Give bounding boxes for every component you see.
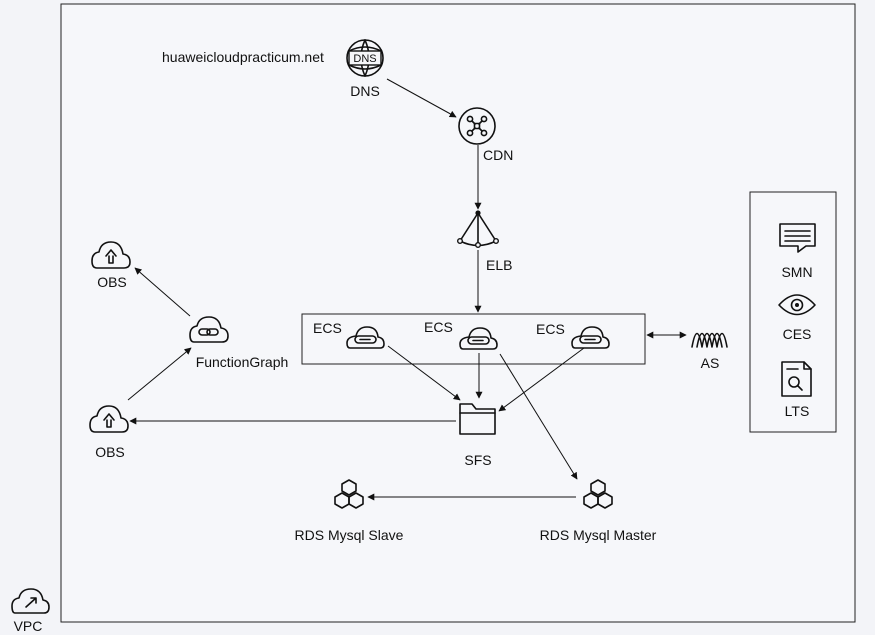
functiongraph-node[interactable]: FunctionGraph — [189, 316, 289, 370]
message-icon — [779, 223, 816, 253]
elb-icon — [457, 210, 500, 248]
sfs-label: SFS — [464, 452, 491, 468]
database-hexagon-icon — [334, 479, 364, 509]
obs-bottom-label: OBS — [95, 444, 125, 460]
obs-top-label: OBS — [97, 274, 127, 290]
obs-top-node[interactable]: OBS — [91, 241, 131, 290]
folder-icon — [459, 403, 496, 435]
vpc-boundary — [60, 3, 856, 623]
elb-label: ELB — [486, 257, 512, 273]
ces-node[interactable]: CES — [778, 294, 816, 342]
vpc-node[interactable]: VPC — [11, 588, 50, 634]
domain-name-text: huaweicloudpracticum.net — [162, 49, 324, 65]
rds-slave-label: RDS Mysql Slave — [295, 527, 404, 543]
cloud-upload-icon — [91, 241, 131, 269]
edge-obs-functiongraph — [127, 347, 192, 401]
ecs-label-1: ECS — [313, 320, 342, 336]
vpc-cloud-icon — [11, 588, 50, 614]
cdn-icon — [458, 107, 496, 145]
edges — [127, 78, 687, 501]
smn-label: SMN — [781, 264, 812, 280]
ecs-node-2[interactable]: ECS — [424, 319, 498, 350]
edge-functiongraph-obs — [134, 267, 191, 317]
monitoring-panel — [749, 191, 837, 433]
database-hexagon-icon — [583, 479, 613, 509]
functiongraph-icon — [189, 316, 229, 343]
lts-node[interactable]: LTS — [781, 361, 812, 419]
cdn-label: CDN — [483, 147, 513, 163]
dns-badge-text: DNS — [353, 53, 376, 65]
auto-scaling-icon — [691, 332, 728, 348]
eye-icon — [778, 294, 816, 316]
rds-master-node[interactable]: RDS Mysql Master — [540, 479, 657, 543]
obs-bottom-node[interactable]: OBS — [89, 405, 129, 460]
edge-ecs3-sfs — [498, 347, 585, 412]
edge-dns-cdn — [386, 78, 457, 118]
ecs-cloud-server-icon — [346, 326, 385, 349]
functiongraph-label: FunctionGraph — [196, 354, 289, 370]
rds-master-label: RDS Mysql Master — [540, 527, 657, 543]
ces-label: CES — [783, 326, 812, 342]
ecs-label-2: ECS — [424, 319, 453, 335]
dns-icon: DNS — [346, 39, 384, 77]
ecs-node-3[interactable]: ECS — [536, 321, 610, 349]
dns-node[interactable]: huaweicloudpracticum.net DNS DNS — [162, 39, 384, 99]
lts-label: LTS — [785, 403, 810, 419]
edge-ecs1-sfs — [387, 345, 461, 401]
rds-slave-node[interactable]: RDS Mysql Slave — [295, 479, 404, 543]
cloud-upload-icon — [89, 405, 129, 433]
sfs-node[interactable]: SFS — [459, 403, 496, 468]
log-search-icon — [781, 361, 812, 397]
ecs-cloud-server-icon — [571, 326, 610, 349]
as-node[interactable]: AS — [691, 332, 728, 372]
smn-node[interactable]: SMN — [779, 223, 816, 280]
edge-ecs2-rds-master — [499, 353, 578, 480]
ecs-cloud-server-icon — [459, 327, 498, 350]
ecs-label-3: ECS — [536, 321, 565, 337]
elb-node[interactable]: ELB — [457, 210, 513, 273]
cdn-node[interactable]: CDN — [458, 107, 513, 163]
dns-label: DNS — [350, 83, 380, 99]
vpc-label: VPC — [14, 618, 43, 634]
ecs-node-1[interactable]: ECS — [313, 320, 385, 349]
as-label: AS — [701, 355, 720, 371]
